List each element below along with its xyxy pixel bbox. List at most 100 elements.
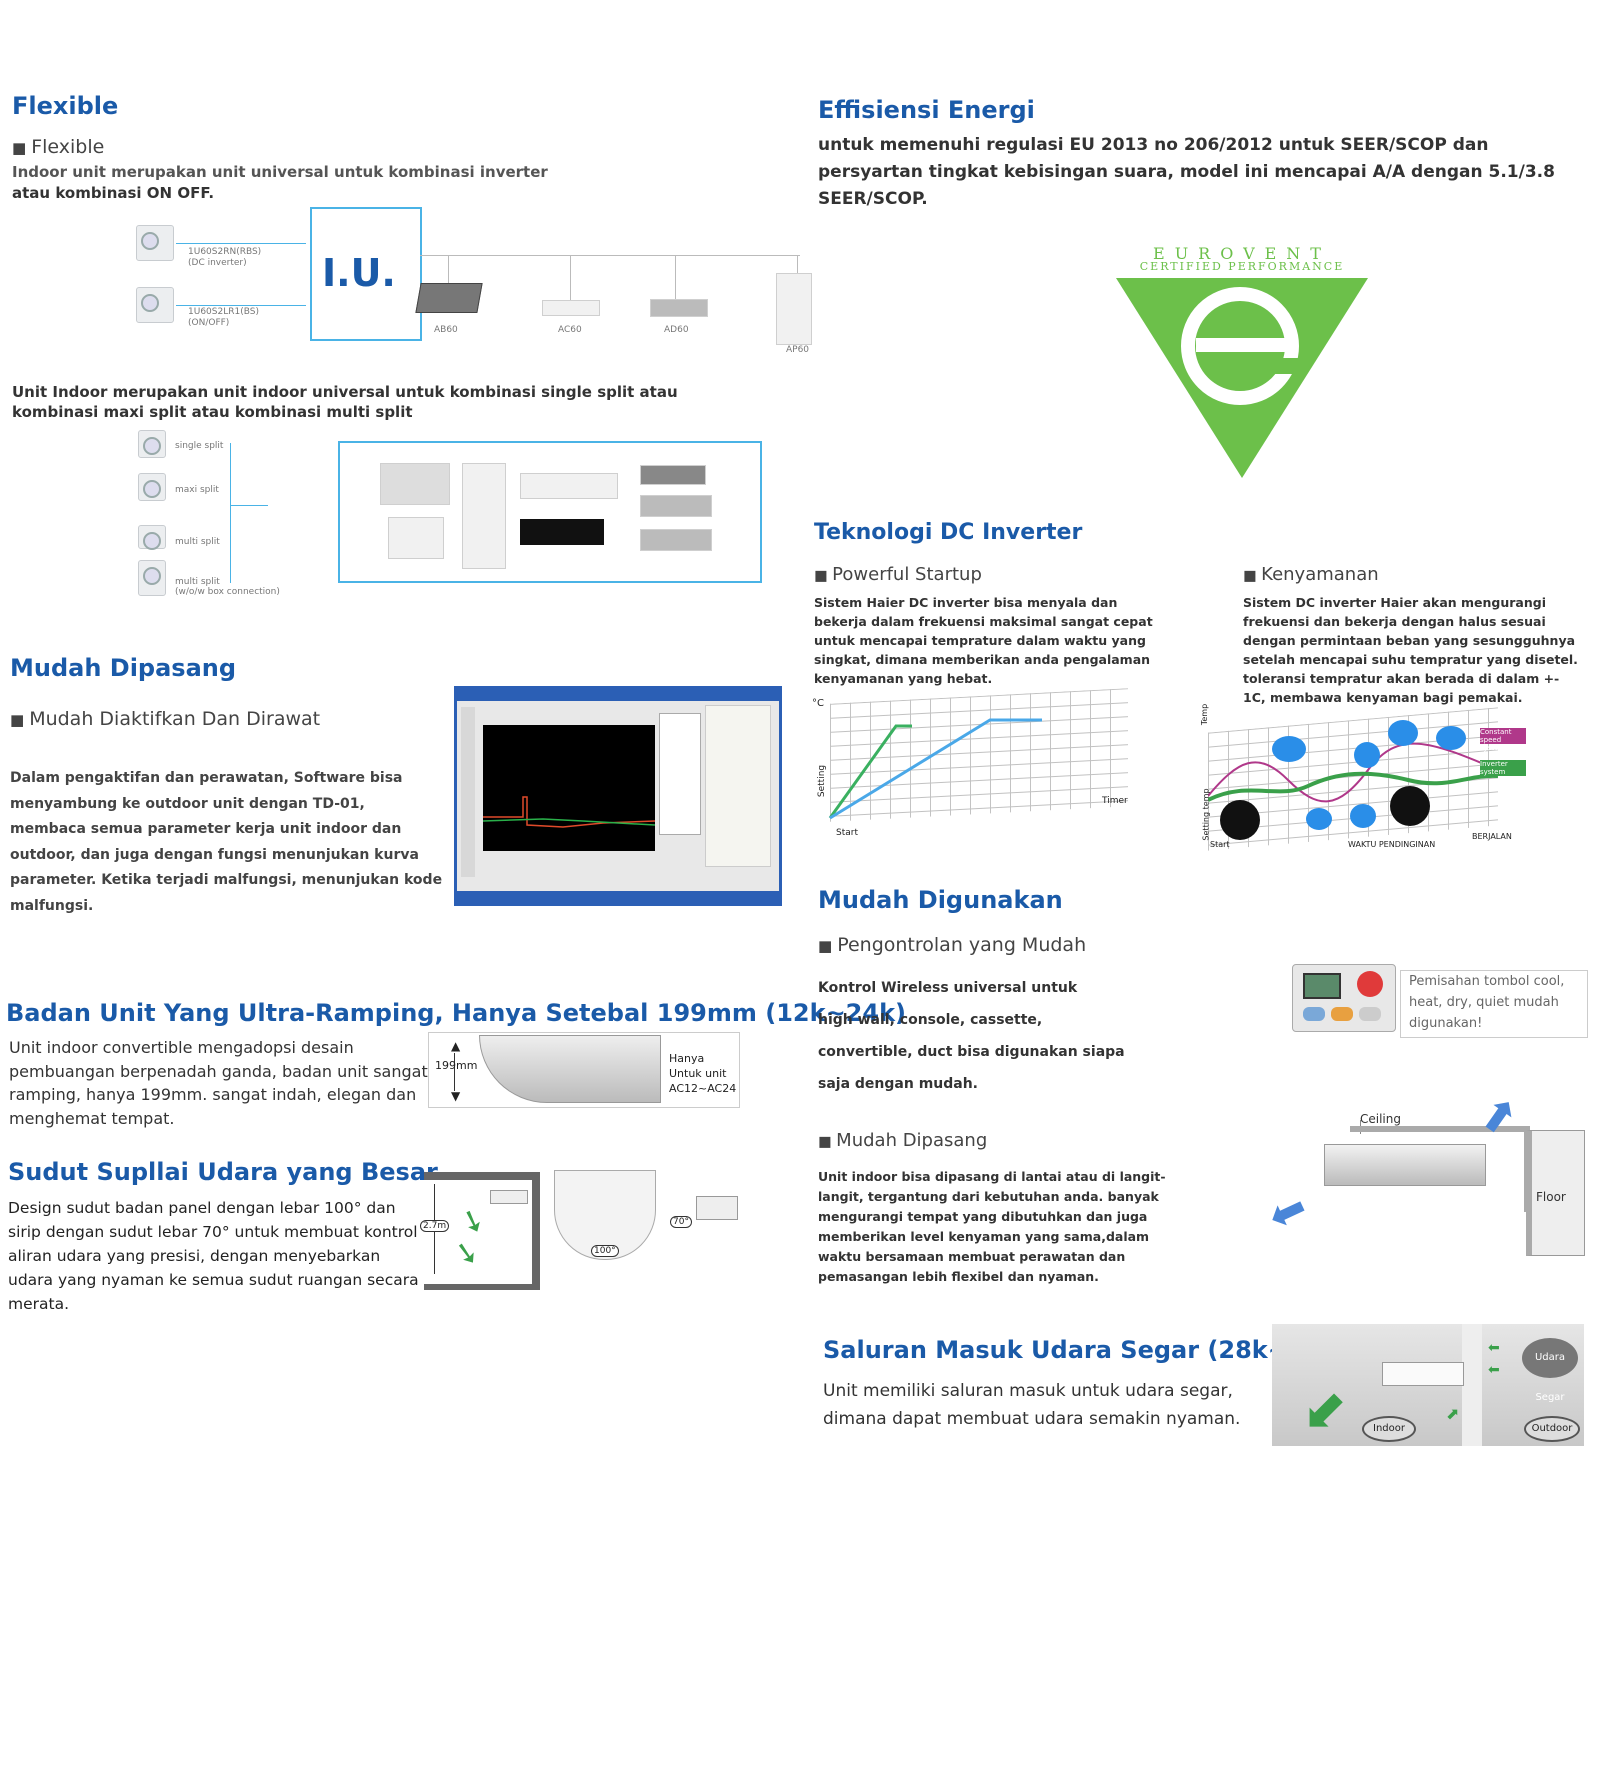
- connector-line: [176, 243, 306, 244]
- floor-label: Floor: [1536, 1190, 1566, 1204]
- software-screenshot: [454, 686, 782, 906]
- text-line: Sistem Haier DC inverter bisa menyala da…: [814, 595, 1118, 610]
- outdoor-label-2a: 1U60S2LR1(BS): [188, 307, 259, 317]
- airflow-arrow-icon: ➘: [451, 1234, 482, 1273]
- fresh-air-diagram: ⬋ ⬅ ⬅ ⬈ Udara Segar Indoor Outdoor: [1272, 1324, 1584, 1446]
- saluran-line-2: dimana dapat membuat udara semakin nyama…: [823, 1409, 1241, 1429]
- iu-label: I.U.: [322, 251, 396, 295]
- flap-unit-icon: [696, 1196, 738, 1220]
- text-line: Kontrol Wireless universal untuk: [818, 980, 1078, 996]
- chart-x-label: WAKTU PENDINGINAN: [1348, 840, 1436, 849]
- angle-70-label: 70°: [670, 1216, 692, 1228]
- split-label: multi split: [175, 577, 220, 587]
- dimension-label: 199mm: [435, 1059, 478, 1072]
- comfort-chart-lines: [1208, 742, 1499, 803]
- split-label: maxi split: [175, 485, 219, 495]
- comfort-bubble-icon: [1272, 736, 1306, 762]
- graph-area: [482, 725, 656, 851]
- mudah-dipasang-title: Mudah Dipasang: [10, 654, 237, 682]
- connector-line: [230, 505, 268, 506]
- text-line: setelah mencapai suhu tempratur yang dis…: [1243, 652, 1578, 667]
- outdoor-unit-icon: [138, 560, 166, 596]
- mudah-dipasang-subtitle: Mudah Diaktifkan Dan Dirawat: [10, 708, 320, 730]
- airflow-arrow-icon: ⬈: [1475, 1087, 1522, 1144]
- outdoor-label-2b: (ON/OFF): [188, 318, 230, 328]
- outdoor-badge: Outdoor: [1524, 1416, 1580, 1442]
- comfort-bubble-icon: [1306, 808, 1332, 830]
- drop-line: [570, 255, 571, 300]
- digunakan-body: Kontrol Wireless universal untuk high wa…: [818, 972, 1125, 1100]
- text-line: langit, tergantung dari kebutuhan anda. …: [818, 1189, 1159, 1204]
- text-line: mengurangi tempat yang dibutuhkan dan ju…: [818, 1209, 1148, 1224]
- split-label: (w/o/w box connection): [175, 587, 280, 597]
- comfort-body: Sistem DC inverter Haier akan mengurangi…: [1243, 593, 1578, 707]
- ceiling-mounted-unit-icon: [1324, 1144, 1486, 1186]
- remote-heat-button-icon: [1331, 1007, 1353, 1021]
- digunakan-body2: Unit indoor bisa dipasang di lantai atau…: [818, 1167, 1166, 1287]
- note-line: heat, dry, quiet mudah: [1409, 995, 1559, 1010]
- comfort-bubble-icon: [1436, 726, 1466, 750]
- remote-display: [1303, 973, 1341, 999]
- outdoor-unit-inverter-icon: [136, 225, 174, 261]
- startup-body: Sistem Haier DC inverter bisa menyala da…: [814, 593, 1153, 688]
- note-line: Untuk unit: [669, 1067, 727, 1080]
- flexible-diagram-1: 1U60S2RN(RBS) (DC inverter) 1U60S2LR1(BS…: [130, 205, 812, 355]
- text-line: outdoor, dan juga dengan fungsi menunjuk…: [10, 846, 419, 863]
- text-line: untuk mencapai temprature dalam waktu ya…: [814, 633, 1146, 648]
- text-line: merata.: [8, 1295, 70, 1313]
- floor-unit-icon: [388, 517, 444, 559]
- note-line: AC12~AC24: [669, 1082, 737, 1095]
- chart-start-label: Start: [1210, 840, 1230, 849]
- slim-unit-note: Hanya Untuk unit AC12~AC24: [669, 1051, 736, 1096]
- flexible-desc-2: atau kombinasi ON OFF.: [12, 184, 215, 202]
- angle-100-label: 100°: [591, 1245, 619, 1257]
- duct-unit-icon: [640, 465, 706, 485]
- outdoor-unit-icon: [138, 430, 166, 458]
- flexible-title: Flexible: [12, 92, 119, 120]
- floor-standing-unit-icon: [462, 463, 506, 569]
- taskbar: [457, 891, 779, 903]
- slim-unit-body: [479, 1035, 661, 1103]
- efisiensi-title: Effisiensi Energi: [818, 96, 1035, 124]
- comfort-bubble-dark-icon: [1390, 786, 1430, 826]
- udara-segar-badge: Udara Segar: [1522, 1338, 1578, 1403]
- graph-lines: [482, 796, 656, 828]
- indoor-units-box: [338, 441, 762, 583]
- startup-chart: °C Setting Start Timer: [812, 688, 1142, 842]
- text-line: toleransi tempratur akan berada di dalam…: [1243, 671, 1560, 686]
- remote-note: Pemisahan tombol cool, heat, dry, quiet …: [1400, 970, 1588, 1038]
- text-line: pembuangan berpenadah ganda, badan unit …: [9, 1061, 428, 1081]
- split-label: multi split: [175, 537, 220, 547]
- text-line: bekerja dalam frekuensi maksimal sangat …: [814, 614, 1153, 629]
- comfort-bubble-icon: [1350, 804, 1376, 828]
- chart-x2-label: BERJALAN: [1472, 832, 1512, 841]
- legend-constant: Constant speed system: [1480, 728, 1526, 752]
- flexible-diagram-2: single split maxi split multi split mult…: [130, 425, 770, 600]
- text-line: Unit indoor bisa dipasang di lantai atau…: [818, 1169, 1166, 1184]
- fresh-air-arrow-icon: ⬈: [1446, 1404, 1460, 1423]
- iu-box: I.U.: [310, 207, 422, 341]
- wall-unit-icon: [520, 519, 604, 545]
- flexible-desc-1: Indoor unit merupakan unit universal unt…: [12, 163, 548, 181]
- sudut-body: Design sudut badan panel dengan lebar 10…: [8, 1196, 419, 1316]
- comfort-bubble-dark-icon: [1220, 800, 1260, 840]
- connector-line: [420, 255, 800, 256]
- legend-inverter: Inverter system: [1480, 760, 1526, 776]
- outdoor-unit-icon: [138, 525, 166, 550]
- text-line: SEER/SCOP.: [818, 189, 928, 209]
- connector-line: [230, 443, 231, 583]
- flexible-desc2-1: Unit Indoor merupakan unit indoor univer…: [12, 383, 678, 401]
- note-line: Hanya: [669, 1052, 705, 1065]
- text-line: udara yang nyaman ke semua sudut ruangan…: [8, 1271, 419, 1289]
- text-line: membaca semua parameter kerja unit indoo…: [10, 821, 402, 837]
- remote-cool-button-icon: [1303, 1007, 1325, 1021]
- text-line: 1C, membawa kenyaman bagi pemakai.: [1243, 690, 1523, 705]
- room-diagram: 2.7m ➘ ➘: [420, 1172, 540, 1290]
- digunakan-subtitle: Pengontrolan yang Mudah: [818, 934, 1086, 956]
- comfort-bubble-icon: [1354, 742, 1380, 768]
- text-line: memberikan level kenyaman yang sama,dala…: [818, 1229, 1150, 1244]
- startup-chart-lines: [828, 718, 1042, 820]
- text-line: kenyamanan yang hebat.: [814, 671, 993, 686]
- window-titlebar: [457, 689, 779, 701]
- outdoor-label-1a: 1U60S2RN(RBS): [188, 247, 262, 257]
